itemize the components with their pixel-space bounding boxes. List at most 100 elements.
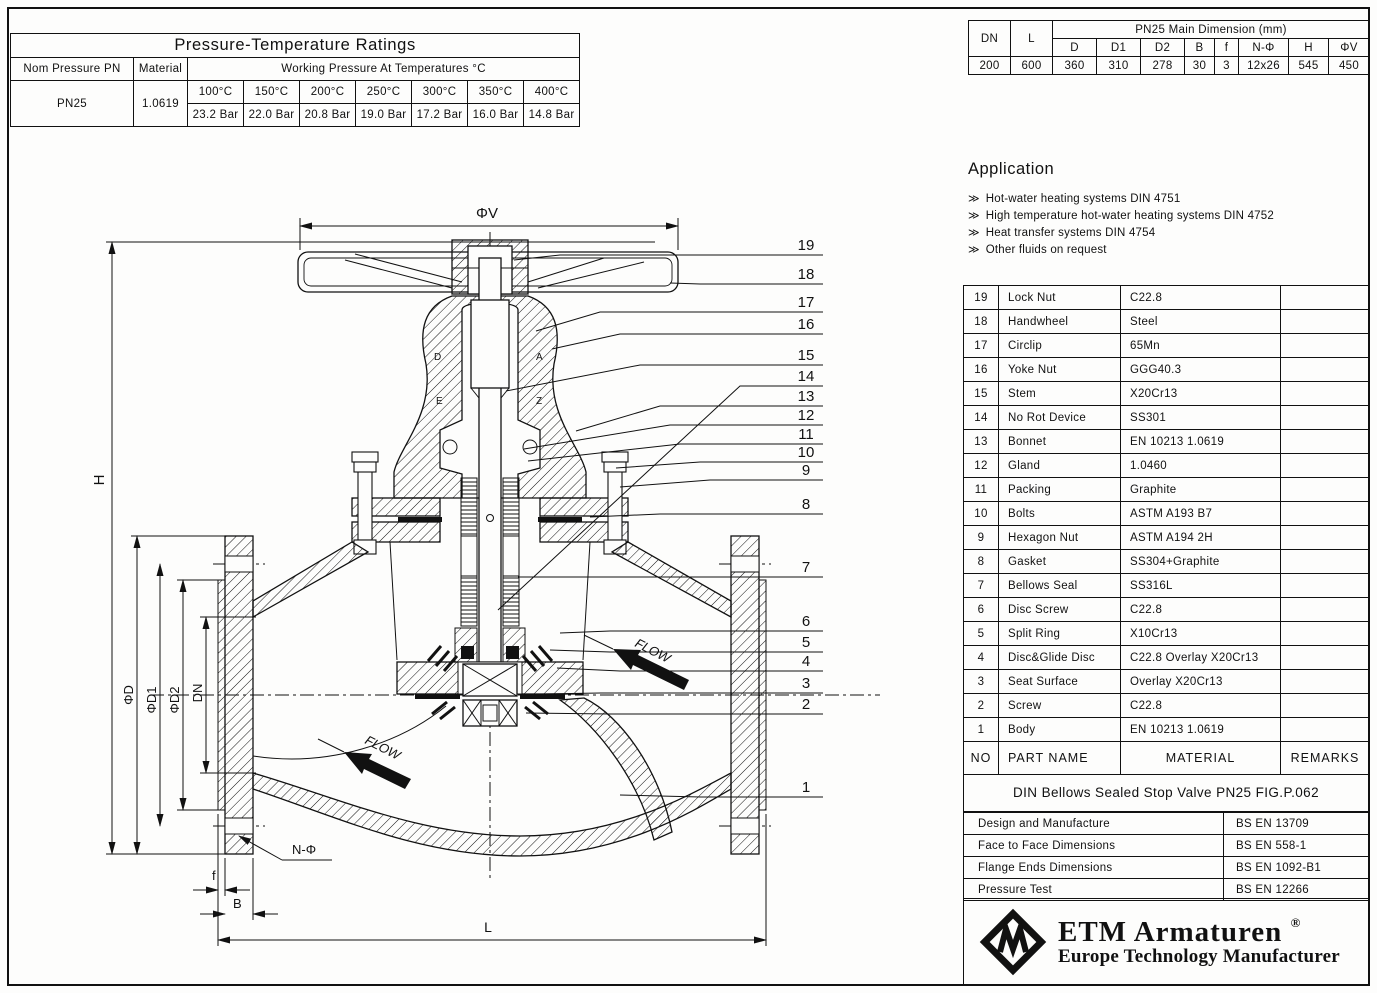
pt-temp-cell: 350°C <box>467 80 524 104</box>
pt-nom-pressure-value: PN25 <box>10 80 134 127</box>
part-remarks <box>1280 549 1370 574</box>
dim-value-cell: 450 <box>1328 56 1370 75</box>
callout-number: 10 <box>798 444 815 461</box>
part-remarks <box>1280 597 1370 622</box>
cast-mark: Z <box>536 396 542 407</box>
pt-temp-cell: 300°C <box>411 80 468 104</box>
valve-body <box>252 541 732 857</box>
callout-leader-line <box>525 712 823 715</box>
dim-label-H: H <box>91 475 108 486</box>
standard-label: Design and Manufacture <box>963 812 1224 835</box>
part-remarks <box>1280 645 1370 670</box>
part-name: Handwheel <box>998 309 1121 334</box>
pt-temp-cell: 100°C <box>187 80 244 104</box>
pt-col-material: Material <box>133 57 188 81</box>
pt-material-value: 1.0619 <box>133 80 188 127</box>
part-material: EN 10213 1.0619 <box>1120 429 1281 454</box>
pt-pressure-cell: 20.8 Bar <box>299 103 356 127</box>
dim-value-cell: 30 <box>1184 56 1215 75</box>
registered-mark: ® <box>1290 914 1302 930</box>
part-no: 7 <box>963 573 999 598</box>
parts-col-material: MATERIAL <box>1120 741 1281 775</box>
pt-pressure-cell: 17.2 Bar <box>411 103 468 127</box>
dim-phiV <box>299 218 679 250</box>
pt-col-working-pressure: Working Pressure At Temperatures °C <box>186 57 581 81</box>
pressure-temperature-table: Pressure-Temperature Ratings Nom Pressur… <box>9 33 581 127</box>
callout-number: 8 <box>802 496 810 513</box>
dim-dn-value: 200 <box>968 56 1011 75</box>
part-material: Overlay X20Cr13 <box>1120 669 1281 694</box>
dim-sub-col: N-Φ <box>1238 38 1289 57</box>
part-material: GGG40.3 <box>1120 357 1281 382</box>
part-no: 17 <box>963 333 999 358</box>
part-remarks <box>1280 429 1370 454</box>
callout-number: 18 <box>798 266 815 283</box>
part-name: Circlip <box>998 333 1121 358</box>
part-remarks <box>1280 405 1370 430</box>
pt-temp-cell: 250°C <box>355 80 412 104</box>
double-chevron-icon: ≫ <box>968 210 980 222</box>
dim-col-dn: DN <box>968 20 1011 57</box>
dim-value-cell: 278 <box>1140 56 1185 75</box>
part-no: 3 <box>963 669 999 694</box>
dim-label-phiD: ΦD <box>121 685 136 705</box>
dim-label-B: B <box>233 896 242 911</box>
dim-label-phiV: ΦV <box>476 205 498 222</box>
pipe-flanges <box>217 535 767 855</box>
pt-pressure-cell: 14.8 Bar <box>522 103 581 127</box>
part-name: Split Ring <box>998 621 1121 646</box>
dim-sub-col: D <box>1052 38 1097 57</box>
callout-number: 15 <box>798 347 815 364</box>
application-section: Application ≫Hot-water heating systems D… <box>968 160 1369 259</box>
callout-number: 12 <box>798 407 815 424</box>
part-material: C22.8 <box>1120 693 1281 718</box>
callout-leader-line <box>589 513 823 518</box>
part-remarks <box>1280 381 1370 406</box>
part-remarks <box>1280 717 1370 742</box>
part-name: Disc Screw <box>998 597 1121 622</box>
part-material: 1.0460 <box>1120 453 1281 478</box>
part-name: Packing <box>998 477 1121 502</box>
brand-name: ETM Armaturen ® <box>1058 914 1302 948</box>
callout-leaders <box>497 254 823 798</box>
flow-arrow-icon <box>317 634 689 789</box>
pt-col-nom-pressure: Nom Pressure PN <box>10 57 134 81</box>
bonnet-flange <box>351 497 629 543</box>
application-list: ≫Hot-water heating systems DIN 4751≫High… <box>968 191 1369 259</box>
standard-label: Face to Face Dimensions <box>963 834 1224 857</box>
dim-label-DN: DN <box>190 684 205 703</box>
part-name: Disc&Glide Disc <box>998 645 1121 670</box>
part-name: Bellows Seal <box>998 573 1121 598</box>
callout-leader-line <box>513 254 823 261</box>
dim-value-cell: 12x26 <box>1238 56 1289 75</box>
standard-value: BS EN 558-1 <box>1223 834 1370 857</box>
dim-l-value: 600 <box>1010 56 1053 75</box>
callout-number: 11 <box>798 426 814 443</box>
part-no: 11 <box>963 477 999 502</box>
callout-leader-line <box>669 282 823 285</box>
standard-value: BS EN 12266 <box>1223 878 1370 901</box>
dim-group-title: PN25 Main Dimension (mm) <box>1052 20 1370 39</box>
callout-number: 16 <box>798 316 815 333</box>
callout-number: 2 <box>802 696 810 713</box>
part-name: Yoke Nut <box>998 357 1121 382</box>
part-name: Body <box>998 717 1121 742</box>
drawing-title: DIN Bellows Sealed Stop Valve PN25 FIG.P… <box>963 774 1369 812</box>
disc-and-seat <box>396 661 584 727</box>
part-remarks <box>1280 573 1370 598</box>
application-title: Application <box>968 160 1055 178</box>
part-no: 14 <box>963 405 999 430</box>
seal-burst-marks <box>426 645 554 721</box>
callout-number: 1 <box>802 779 810 796</box>
cast-mark: A <box>536 352 543 363</box>
